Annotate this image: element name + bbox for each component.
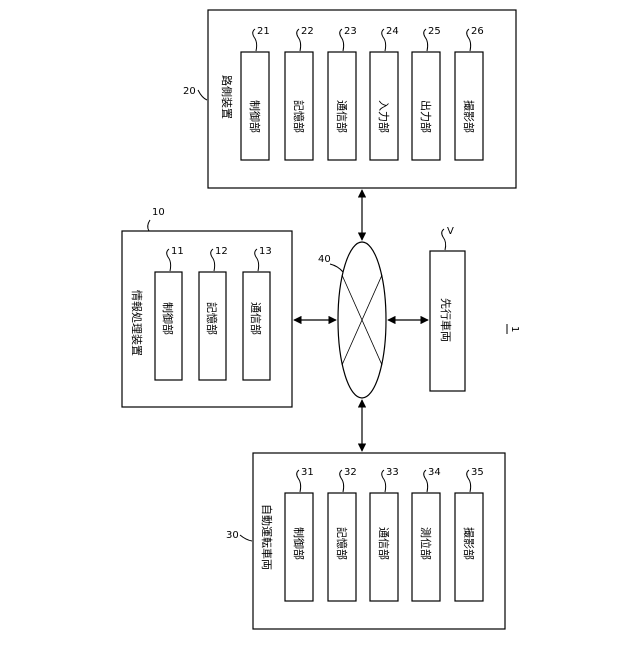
unit-ref: 24 xyxy=(386,26,399,37)
unit-ref: 35 xyxy=(471,467,484,478)
roadside-device-ref: 20 xyxy=(183,86,196,97)
roadside-device: 路側装置 20 制御部 21 記憶部 22 通信部 23 入力部 24 xyxy=(183,10,516,188)
unit-label: 記憶部 xyxy=(292,100,306,133)
unit-ref: 34 xyxy=(428,467,441,478)
info-processing-device-ref: 10 xyxy=(152,207,165,218)
network-leader xyxy=(330,264,343,272)
roadside-unit-input: 入力部 24 xyxy=(370,26,399,160)
unit-label: 制御部 xyxy=(292,527,306,560)
info-processing-device: 情報処理装置 10 制御部 11 記憶部 12 通信部 13 xyxy=(122,207,292,407)
unit-label: 制御部 xyxy=(161,302,175,335)
unit-label: 測位部 xyxy=(419,527,433,560)
unit-label: 記憶部 xyxy=(335,527,349,560)
unit-label: 出力部 xyxy=(419,100,433,133)
unit-ref: 31 xyxy=(301,467,314,478)
unit-label: 通信部 xyxy=(249,302,263,335)
info-unit-communication: 通信部 13 xyxy=(243,246,272,380)
autonomous-vehicle-title: 自動運転車両 xyxy=(260,504,274,570)
unit-ref: 26 xyxy=(471,26,484,37)
unit-label: 記憶部 xyxy=(205,302,219,335)
roadside-unit-storage: 記憶部 22 xyxy=(285,26,314,160)
unit-label: 入力部 xyxy=(377,100,391,133)
preceding-vehicle-label: 先行車両 xyxy=(439,298,453,342)
vehicle-unit-communication: 通信部 33 xyxy=(370,467,399,601)
roadside-unit-output: 出力部 25 xyxy=(412,26,441,160)
autonomous-vehicle: 自動運転車両 30 制御部 31 記憶部 32 通信部 33 測位部 34 xyxy=(226,453,505,629)
unit-ref: 32 xyxy=(344,467,357,478)
preceding-vehicle: 先行車両 V xyxy=(430,226,465,391)
roadside-device-leader xyxy=(198,90,207,100)
system-ref-label: 1 xyxy=(509,326,520,332)
roadside-device-title: 路側装置 xyxy=(220,75,233,119)
unit-ref: 25 xyxy=(428,26,441,37)
vehicle-unit-positioning: 測位部 34 xyxy=(412,467,441,601)
unit-label: 通信部 xyxy=(377,527,391,560)
autonomous-vehicle-leader xyxy=(240,535,252,541)
preceding-vehicle-ref: V xyxy=(447,226,454,237)
vehicle-unit-control: 制御部 31 xyxy=(285,467,314,601)
unit-ref: 33 xyxy=(386,467,399,478)
vehicle-unit-camera: 撮影部 35 xyxy=(455,467,484,601)
info-processing-device-title: 情報処理装置 xyxy=(130,290,143,356)
info-unit-control: 制御部 11 xyxy=(155,246,184,380)
unit-ref: 11 xyxy=(171,246,184,257)
network-ref: 40 xyxy=(318,254,331,265)
unit-ref: 13 xyxy=(259,246,272,257)
autonomous-vehicle-ref: 30 xyxy=(226,530,239,541)
system-ref: 1 xyxy=(507,324,520,334)
info-unit-storage: 記憶部 12 xyxy=(199,246,228,380)
unit-label: 撮影部 xyxy=(462,100,476,133)
roadside-unit-control: 制御部 21 xyxy=(241,26,270,160)
unit-label: 通信部 xyxy=(335,100,349,133)
unit-ref: 12 xyxy=(215,246,228,257)
unit-label: 制御部 xyxy=(248,100,262,133)
unit-ref: 23 xyxy=(344,26,357,37)
roadside-unit-communication: 通信部 23 xyxy=(328,26,357,160)
roadside-unit-camera: 撮影部 26 xyxy=(455,26,484,160)
vehicle-unit-storage: 記憶部 32 xyxy=(328,467,357,601)
info-processing-device-leader xyxy=(148,220,150,231)
unit-ref: 21 xyxy=(257,26,270,37)
unit-ref: 22 xyxy=(301,26,314,37)
preceding-vehicle-leader xyxy=(442,229,446,250)
unit-label: 撮影部 xyxy=(462,527,476,560)
